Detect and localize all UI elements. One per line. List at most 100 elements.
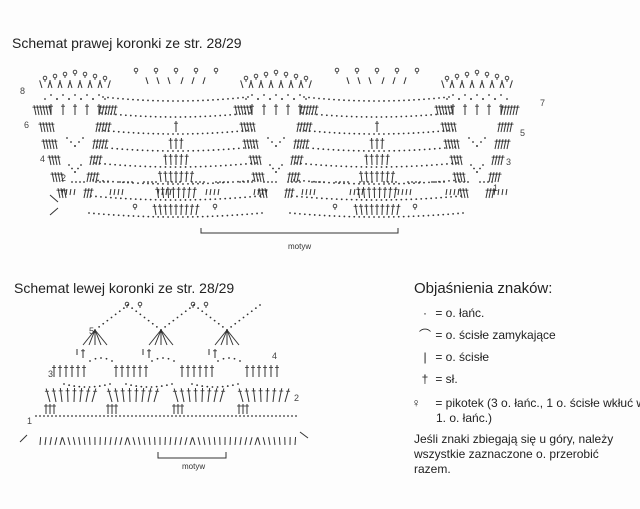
double-crochet-mark <box>384 186 386 199</box>
single-crochet-mark <box>313 188 316 196</box>
chain-dot <box>119 181 121 183</box>
chain-dot <box>249 195 251 198</box>
chain-dot <box>224 197 227 200</box>
double-crochet-mark <box>296 122 300 133</box>
chain-dot <box>119 197 122 200</box>
chain-dot <box>472 141 474 143</box>
single-crochet-mark <box>290 80 294 89</box>
chain-dot <box>164 199 167 201</box>
chain-dot <box>456 162 458 164</box>
chain-dot <box>179 181 181 183</box>
double-crochet-mark <box>45 139 49 150</box>
chain-dot <box>205 313 208 316</box>
double-crochet-mark <box>79 388 83 403</box>
chain-dot <box>363 132 366 135</box>
chain-dot <box>95 415 97 417</box>
chain-dot <box>418 98 420 101</box>
picot-mark <box>253 73 259 79</box>
chain-dot <box>443 147 446 149</box>
chain-dot <box>293 98 295 100</box>
single-crochet-mark <box>239 437 242 446</box>
start-arrow <box>49 207 59 216</box>
chain-dot <box>455 181 457 183</box>
single-crochet-mark <box>257 437 261 446</box>
chain-dot <box>102 96 104 98</box>
chain-dot <box>412 215 415 218</box>
double-crochet-mark <box>114 388 119 403</box>
double-crochet-mark <box>503 105 507 116</box>
chain-dot <box>136 149 139 151</box>
chain-dot <box>106 147 109 149</box>
chain-dot <box>196 215 199 218</box>
chain-dot <box>239 415 241 417</box>
chain-dot <box>189 165 192 168</box>
single-crochet-mark <box>273 437 276 446</box>
chain-dot <box>318 130 321 133</box>
double-crochet-mark <box>107 105 111 116</box>
chain-dot <box>431 181 433 183</box>
chain-dot <box>151 181 153 183</box>
single-crochet-mark <box>257 188 260 196</box>
picot-mark <box>303 75 309 81</box>
chain-dot <box>457 212 459 215</box>
single-crochet-mark <box>262 437 266 446</box>
chain-dot <box>216 386 219 388</box>
double-crochet-mark <box>491 172 495 183</box>
chain-dot <box>134 165 137 167</box>
chain-dot <box>243 415 245 417</box>
double-crochet-mark <box>512 105 516 116</box>
left-motif-label: motyw <box>182 462 205 471</box>
bar-single-icon: | <box>423 350 427 364</box>
chain-dot <box>195 181 197 183</box>
chain-dot <box>104 163 106 165</box>
chain-dot <box>425 164 428 167</box>
chain-dot <box>393 149 396 152</box>
chain-dot <box>310 163 312 166</box>
single-crochet-mark <box>197 437 201 446</box>
chain-dot <box>195 415 197 417</box>
chain-dot <box>203 181 205 183</box>
double-crochet-mark <box>57 188 61 199</box>
chain-dot <box>95 181 97 183</box>
chain-dot <box>100 195 102 198</box>
chain-dot <box>241 213 244 216</box>
double-crochet-mark <box>159 204 162 216</box>
double-crochet-mark <box>33 105 37 116</box>
single-crochet-mark <box>244 437 248 446</box>
chain-dot <box>221 214 224 217</box>
chain-dot <box>137 215 140 218</box>
chain-dot <box>135 310 138 313</box>
chain-dot <box>152 99 154 102</box>
chain-dot <box>439 181 441 183</box>
chain-dot <box>177 150 179 152</box>
double-crochet-mark <box>207 388 211 403</box>
chain-dot <box>438 97 440 99</box>
picot-mark <box>82 71 88 77</box>
double-crochet-mark <box>284 188 288 199</box>
chain-dot <box>150 386 153 388</box>
double-crochet-mark <box>296 155 300 166</box>
chain-dot <box>483 181 485 183</box>
chain-dot <box>184 310 187 313</box>
chain-dot <box>435 163 438 166</box>
single-crochet-mark <box>368 77 372 85</box>
chain-dot <box>88 212 90 214</box>
chain-dot <box>408 182 410 185</box>
chain-dot <box>97 212 100 215</box>
chain-dot <box>343 182 345 185</box>
single-crochet-mark <box>253 188 256 196</box>
double-crochet-mark <box>42 139 46 150</box>
chain-dot <box>106 319 109 322</box>
legend-item: ⌒ = o. ścisłe zamykające <box>418 328 556 343</box>
chain-dot <box>226 214 229 217</box>
double-crochet-mark <box>48 155 52 166</box>
chain-dot <box>122 131 125 134</box>
chain-dot <box>167 100 169 102</box>
single-crochet-mark <box>78 437 81 446</box>
double-crochet-mark <box>51 172 55 183</box>
chain-dot <box>415 114 418 117</box>
single-crochet-mark <box>169 436 172 446</box>
chain-dot <box>183 415 185 417</box>
fan-stitch-mark <box>160 329 174 346</box>
